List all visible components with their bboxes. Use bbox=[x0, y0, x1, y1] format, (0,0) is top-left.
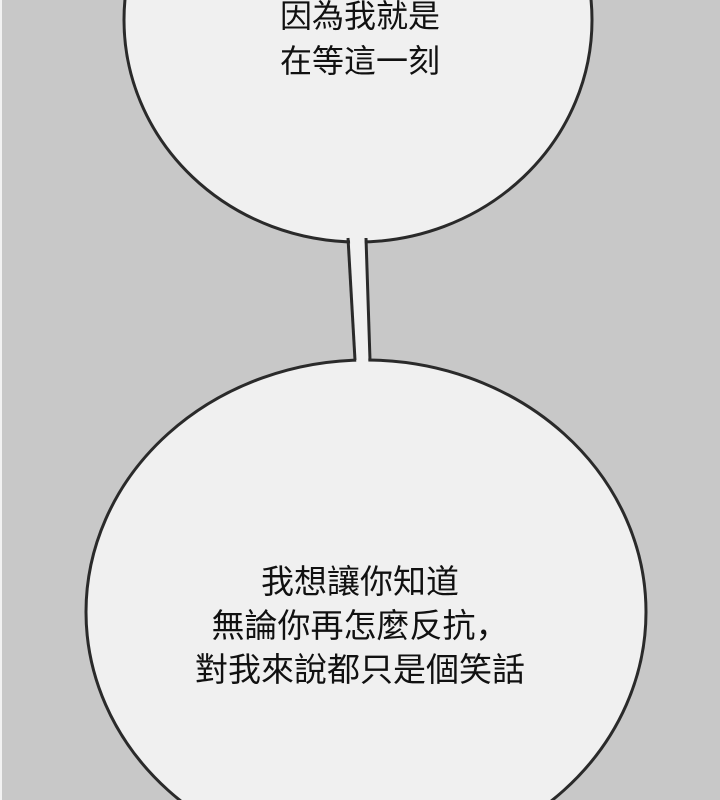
speech-line: 對我來說都只是個笑話 bbox=[195, 650, 525, 689]
panel-edge bbox=[0, 0, 2, 800]
speech-text-bottom: 我想讓你知道 無論你再怎麼反抗， 對我來說都只是個笑話 bbox=[140, 560, 580, 692]
speech-line: 無論你再怎麼反抗， bbox=[211, 606, 509, 645]
speech-line: 在等這一刻 bbox=[279, 42, 440, 80]
speech-text-top: 因為我就是 在等這一刻 bbox=[208, 0, 512, 84]
speech-line: 因為我就是 bbox=[279, 0, 440, 35]
speech-line: 我想讓你知道 bbox=[261, 562, 459, 601]
